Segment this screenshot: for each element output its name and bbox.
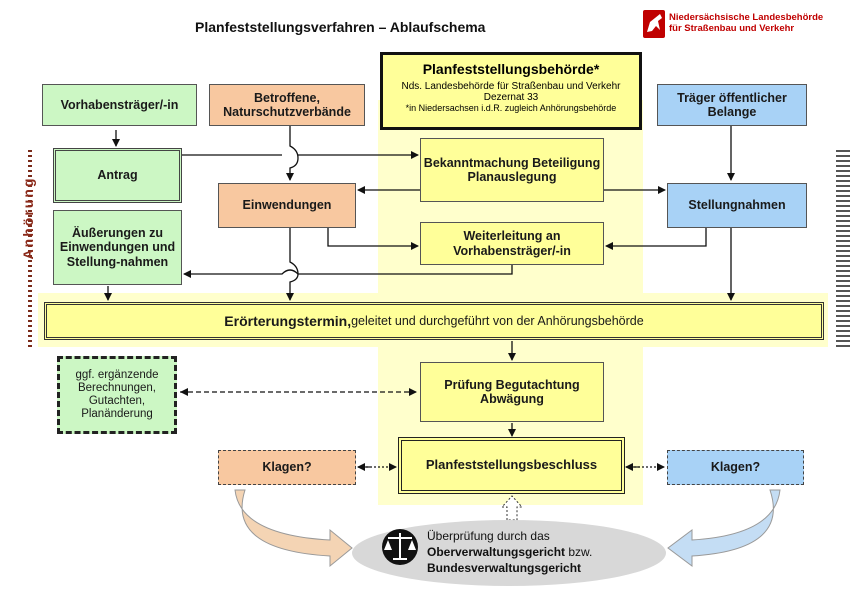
klagen-left-box: Klagen?: [218, 450, 356, 485]
traeger-belange-box: Träger öffentlicher Belange: [657, 84, 807, 126]
pruefung-box: Prüfung Begutachtung Abwägung: [420, 362, 604, 422]
einwendungen-box: Einwendungen: [218, 183, 356, 228]
ergaenzende-box: ggf. ergänzende Berechnungen, Gutachten,…: [57, 356, 177, 434]
authority-line-1: Nds. Landesbehörde für Straßenbau und Ve…: [401, 81, 621, 92]
court-text: Überprüfung durch das Oberverwaltungsger…: [427, 528, 592, 577]
anhoerung-label: Anhörung: [20, 176, 36, 260]
page-title: Planfeststellungsverfahren – Ablaufschem…: [195, 19, 486, 35]
eroerterung-label: Erörterungstermin,: [224, 312, 352, 329]
bekanntmachung-box: Bekanntmachung Beteiligung Planauslegung: [420, 138, 604, 202]
authority-title: Planfeststellungsbehörde*: [422, 61, 600, 77]
anhoerung-stripe-right: [836, 150, 850, 350]
eroerterung-description: geleitet und durchgeführt von der Anhöru…: [351, 313, 644, 328]
logo-line-2: für Straßenbau und Verkehr: [669, 22, 795, 34]
antrag-box: Antrag: [53, 148, 182, 203]
scales-icon: [382, 529, 418, 565]
aeusserungen-box: Äußerungen zu Einwendungen und Stellung-…: [53, 210, 182, 285]
court-line-2-suffix: bzw.: [565, 545, 593, 560]
anhoerung-stripe-left: [28, 150, 32, 350]
court-ovg: Oberverwaltungsgericht: [427, 545, 566, 560]
court-bverwg: Bundesverwaltungsgericht: [427, 561, 582, 576]
logo-text: Niedersächsische Landesbehörde für Straß…: [669, 12, 824, 35]
authority-line-2: Dezernat 33: [483, 92, 539, 103]
stellungnahmen-box: Stellungnahmen: [667, 183, 807, 228]
klagen-right-box: Klagen?: [667, 450, 804, 485]
authority-box: Planfeststellungsbehörde* Nds. Landesbeh…: [380, 52, 642, 130]
betroffene-box: Betroffene, Naturschutzverbände: [209, 84, 365, 126]
vorhabentraeger-box: Vorhabensträger/-in: [42, 84, 197, 126]
logo-line-1: Niedersächsische Landesbehörde: [669, 12, 824, 23]
eroerterung-box: Erörterungstermin, geleitet und durchgef…: [44, 302, 824, 340]
weiterleitung-box: Weiterleitung an Vorhabensträger/-in: [420, 222, 604, 265]
authority-footnote: *in Niedersachsen i.d.R. zugleich Anhöru…: [405, 103, 617, 113]
court-line-1: Überprüfung durch das: [427, 529, 550, 543]
horse-logo-icon: [643, 10, 665, 38]
beschluss-box: Planfeststellungsbeschluss: [398, 437, 625, 494]
